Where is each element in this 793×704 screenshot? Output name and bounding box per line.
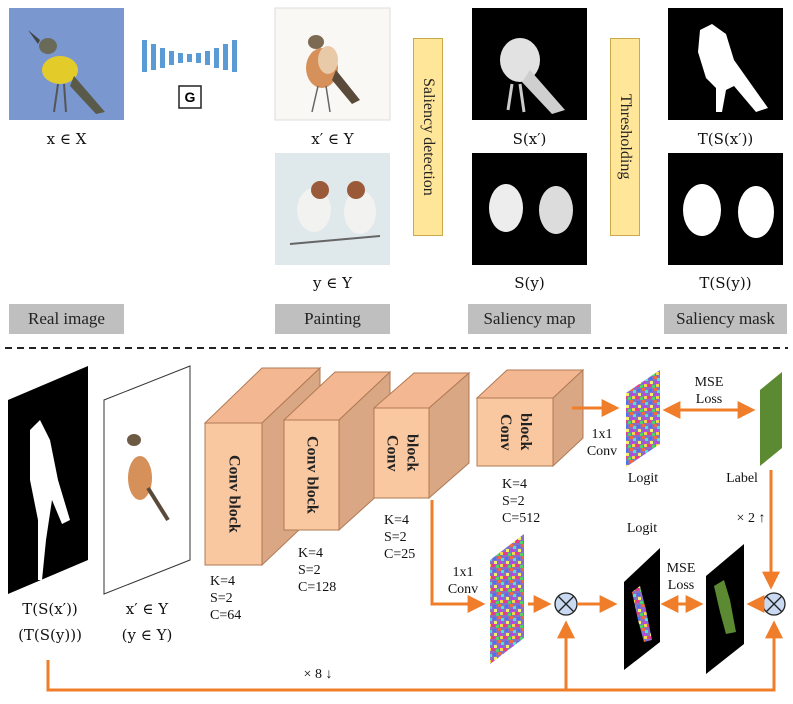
conv1x1-upper: 1x1 Conv (586, 427, 618, 459)
saliency-mask-y (668, 153, 783, 265)
row-label-painting: Painting (275, 304, 390, 334)
caption-xp-in-Y: x′ ∈ Y (311, 130, 354, 148)
conv-block-3-label-a: Conv (383, 434, 401, 472)
painting-caption-1: x′ ∈ Y (125, 600, 169, 618)
row-label-saliency-map: Saliency map (468, 304, 591, 334)
row-label-real-image: Real image (9, 304, 124, 334)
conv-block-4-label-a: Conv (497, 413, 514, 451)
masked-label (706, 544, 744, 674)
real-image (9, 8, 124, 120)
generator-label: G (184, 89, 196, 105)
generator-box (178, 85, 202, 109)
input-mask-parallelogram (8, 366, 88, 594)
logit-upper (626, 370, 660, 467)
masked-logit (624, 548, 660, 670)
label-green (760, 372, 782, 466)
input-painting-parallelogram (103, 365, 191, 595)
block-4-params: K=4 S=2 C=512 (502, 477, 541, 526)
conv-block-3 (372, 371, 471, 500)
upsample-label: × 2 ↑ (736, 511, 766, 526)
conv-block-4 (475, 368, 585, 468)
caption-S-y: S(y) (514, 274, 545, 292)
flow-arrows (46, 399, 783, 692)
conv1x1-lower: 1x1 Conv (447, 565, 479, 597)
logit-lower-input (490, 534, 524, 664)
thresholding-box: Thresholding (610, 38, 640, 236)
caption-x-in-X: x ∈ X (46, 130, 87, 148)
label-caption: Label (726, 471, 758, 486)
multiply-node-right (762, 592, 786, 616)
painting-image-xp (274, 7, 391, 121)
conv-block-2-label-wrap: Conv block (284, 420, 339, 530)
conv-block-2-label: Conv block (303, 436, 321, 514)
conv-block-1-label-wrap: Conv block (205, 423, 262, 565)
conv-block-3-label-wrap: Conv block (374, 408, 429, 498)
saliency-map-xp (472, 8, 587, 120)
saliency-detection-label: Saliency detection (420, 78, 437, 196)
mask-caption-2: (T(S(y))) (18, 626, 82, 644)
caption-y-in-Y: y ∈ Y (312, 274, 353, 292)
saliency-detection-box: Saliency detection (413, 38, 443, 236)
logit-lower-label: Logit (626, 521, 658, 536)
mse-loss-upper: MSE Loss (694, 375, 724, 407)
caption-T-S-xp: T(S(x′)) (697, 130, 754, 148)
painting-image-y (275, 153, 390, 265)
saliency-mask-xp (668, 8, 783, 120)
row-label-saliency-mask: Saliency mask (664, 304, 787, 334)
thresholding-label: Thresholding (617, 94, 634, 180)
painting-caption-2: (y ∈ Y) (121, 626, 173, 644)
conv-block-1-label: Conv block (225, 455, 243, 533)
block-1-params: K=4 S=2 C=64 (210, 574, 242, 623)
mse-loss-lower: MSE Loss (666, 561, 696, 593)
mask-caption-1: T(S(x′)) (22, 600, 78, 618)
logit-upper-label: Logit (627, 471, 659, 486)
multiply-node-left (554, 592, 578, 616)
generator-network (142, 40, 237, 72)
caption-T-S-y: T(S(y)) (699, 274, 752, 292)
block-3-params: K=4 S=2 C=25 (384, 513, 416, 562)
saliency-map-y (472, 153, 587, 265)
block-2-params: K=4 S=2 C=128 (298, 546, 337, 595)
conv-block-3-label-b: block (403, 434, 421, 472)
conv-block-4-label-b: block (517, 413, 534, 451)
caption-S-xp: S(x′) (512, 130, 547, 148)
conv-block-4-label-wrap: Conv block (477, 398, 553, 466)
downsample-label: × 8 ↓ (303, 667, 333, 682)
